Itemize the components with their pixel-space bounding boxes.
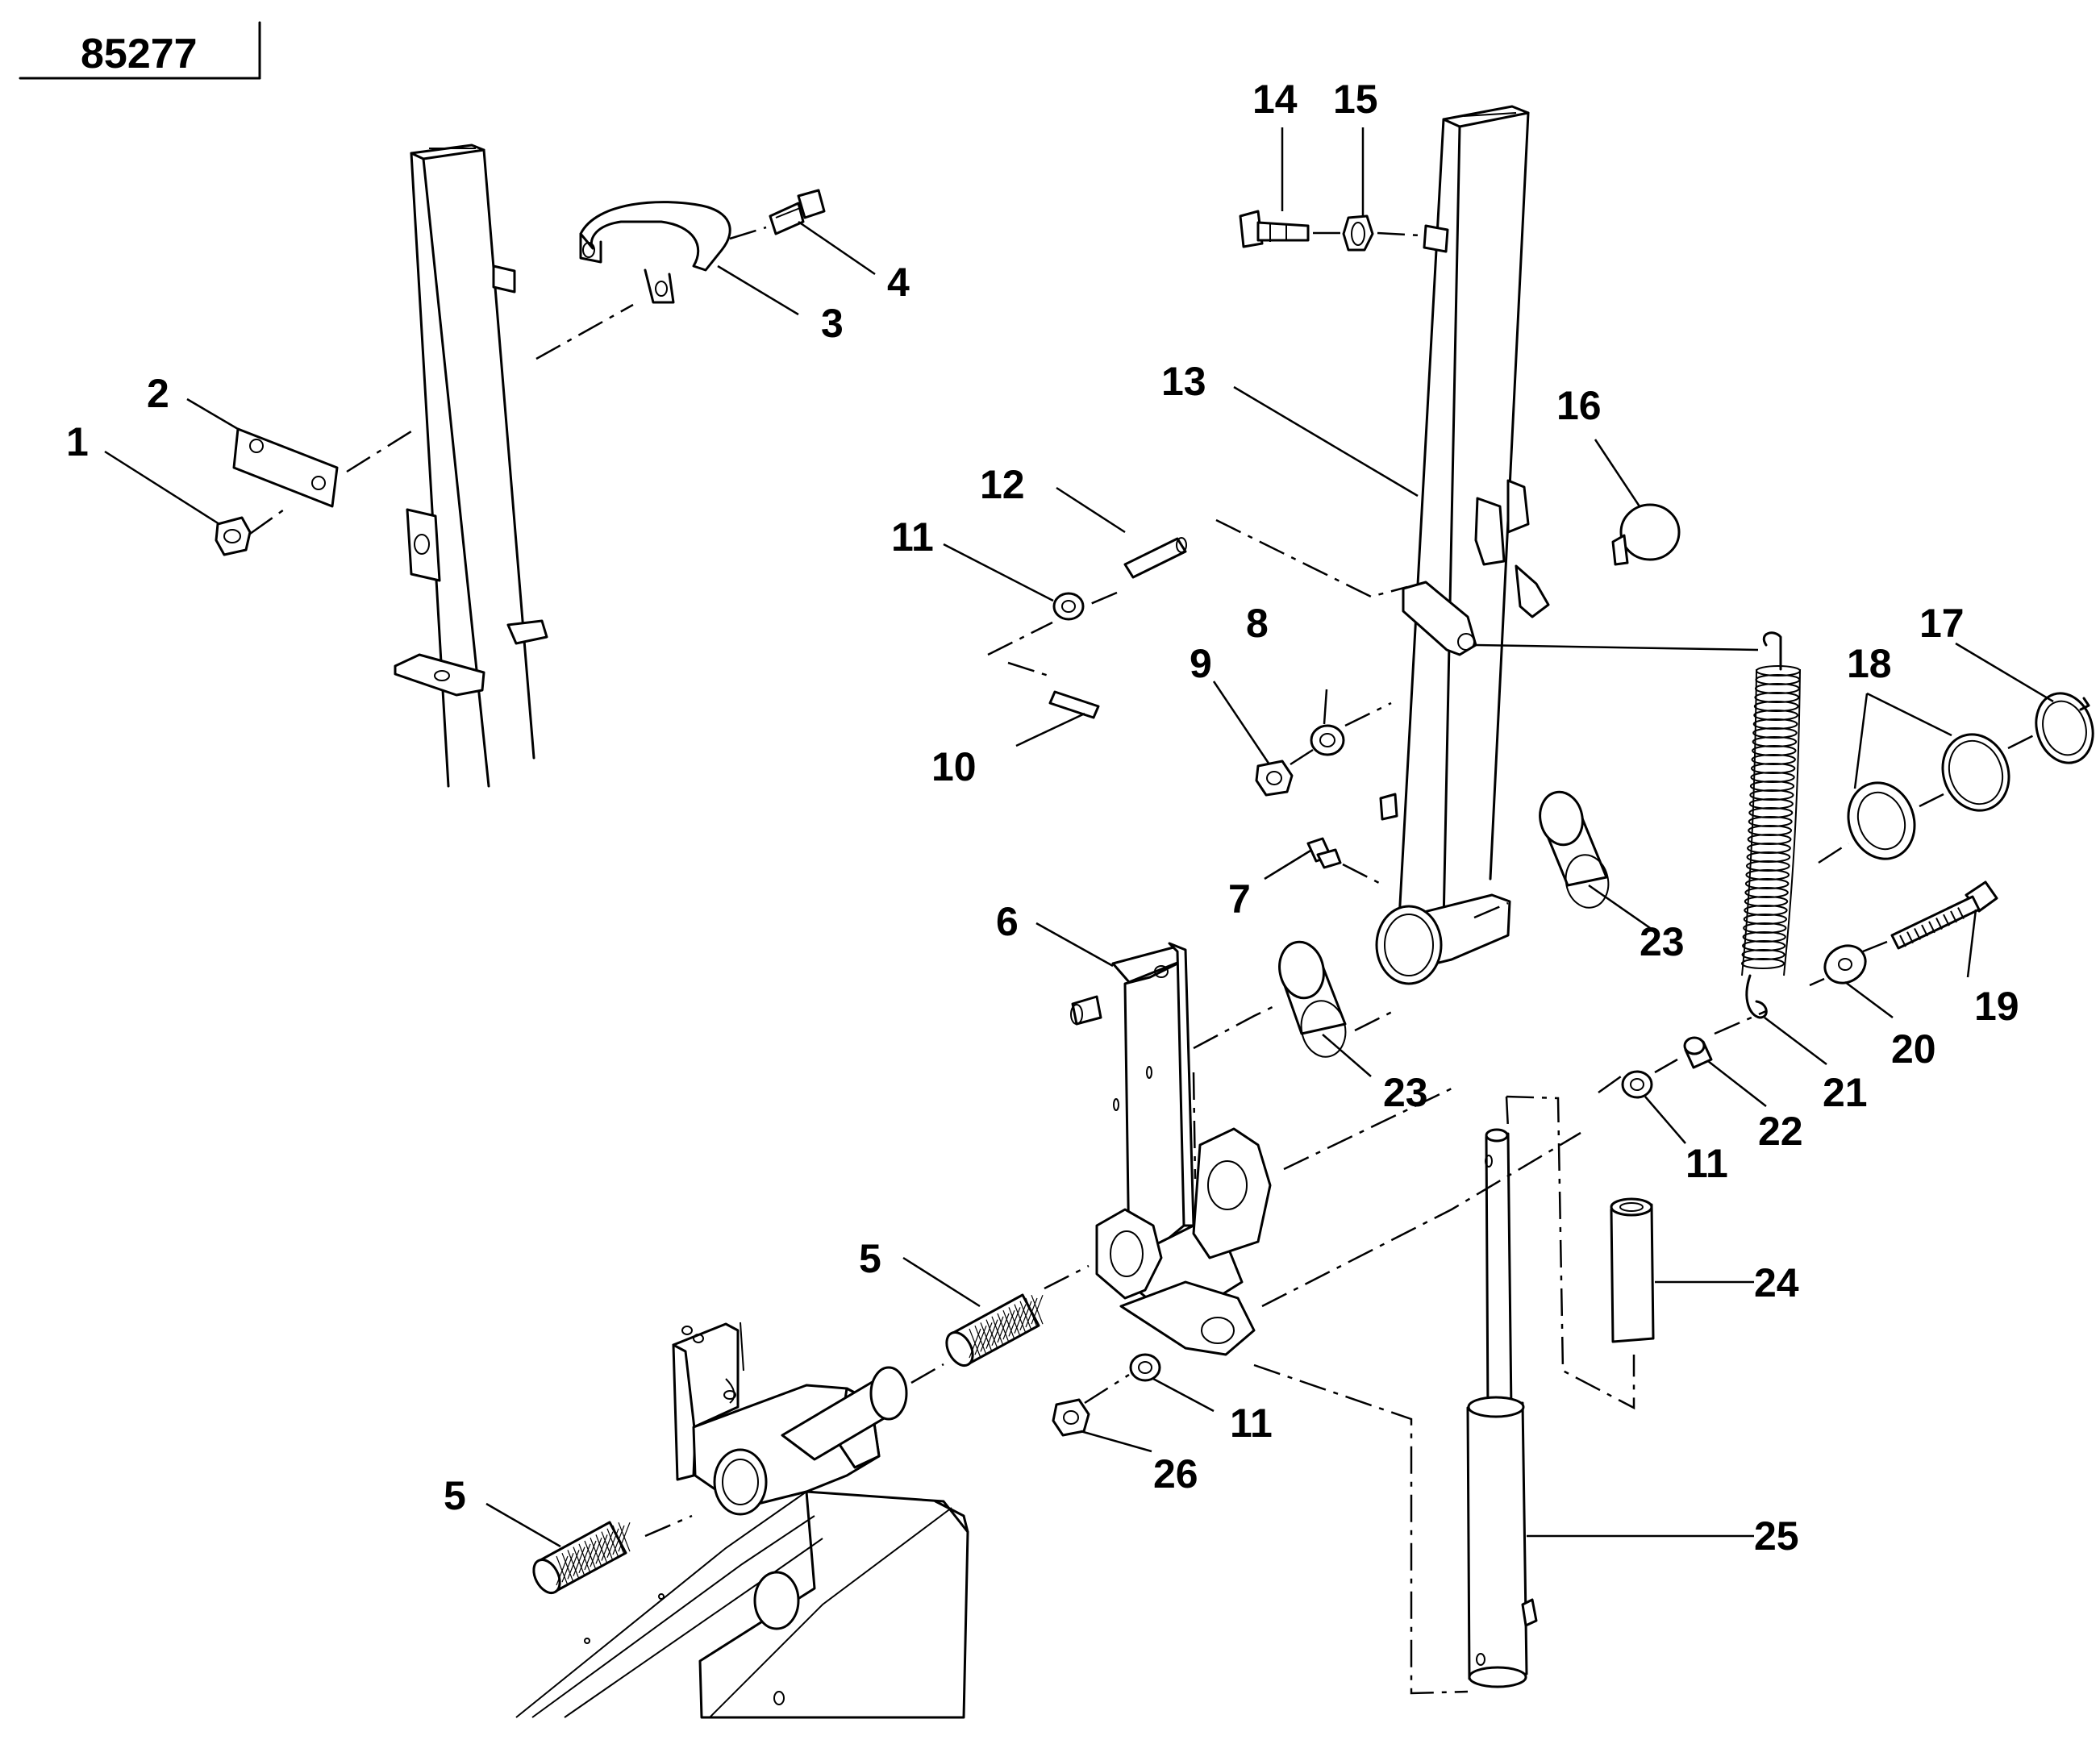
part-11-washer-middle <box>1621 1070 1653 1099</box>
part-24-sleeve <box>1610 1197 1655 1343</box>
callout-7: 7 <box>1228 876 1251 922</box>
callout-11-lower: 11 <box>1230 1401 1273 1446</box>
callout-19: 19 <box>1974 984 2019 1029</box>
callout-3: 3 <box>821 301 844 346</box>
callout-4: 4 <box>887 260 910 305</box>
part-2-plate <box>232 427 339 508</box>
callout-15: 15 <box>1333 77 1378 122</box>
part-16-knob <box>1611 503 1681 566</box>
mounting-frame <box>515 1322 969 1719</box>
part-25-actuator-rod <box>1466 1128 1538 1688</box>
part-7-grease-fitting <box>1306 837 1342 869</box>
callout-6: 6 <box>996 899 1019 944</box>
part-5-knurled-pin-lower <box>532 1521 631 1595</box>
callout-24: 24 <box>1754 1260 1799 1305</box>
callout-10: 10 <box>931 744 977 789</box>
part-6-pivot-bracket <box>1070 942 1272 1356</box>
part-18-ring-outer <box>1941 733 2010 812</box>
callout-14: 14 <box>1252 77 1298 122</box>
callout-labels: 1 2 3 4 5 5 6 7 8 9 10 11 11 11 12 13 14… <box>66 77 2019 1559</box>
callout-25: 25 <box>1754 1513 1799 1559</box>
leader-lines <box>104 127 2054 1548</box>
part-5-knurled-pin-upper <box>945 1293 1044 1367</box>
callout-11-middle: 11 <box>1685 1141 1728 1186</box>
callout-5-lower: 5 <box>444 1473 466 1518</box>
callout-20: 20 <box>1891 1026 1936 1072</box>
part-19-bolt <box>1890 880 1998 950</box>
callout-23-upper: 23 <box>1640 919 1685 964</box>
callout-9: 9 <box>1190 641 1212 686</box>
left-square-tube <box>394 144 548 788</box>
part-14-bolt <box>1239 210 1310 248</box>
callout-21: 21 <box>1823 1070 1868 1115</box>
callout-22: 22 <box>1758 1109 1803 1154</box>
callout-11-top: 11 <box>891 514 934 560</box>
callout-12: 12 <box>980 462 1025 507</box>
callout-8: 8 <box>1246 601 1269 646</box>
part-9-nut <box>1255 760 1294 797</box>
part-26-nut <box>1052 1398 1090 1437</box>
part-4-bolt <box>769 189 826 235</box>
callout-5-upper: 5 <box>859 1236 881 1281</box>
callout-17: 17 <box>1919 601 1965 646</box>
callout-13: 13 <box>1161 359 1206 404</box>
callout-1: 1 <box>66 419 89 464</box>
part-3-u-bracket <box>579 201 731 304</box>
drawing-number-box: 85277 <box>19 21 261 80</box>
part-11-washer-lower <box>1129 1353 1161 1382</box>
part-10-roll-pin <box>1048 690 1100 719</box>
callout-2: 2 <box>147 371 169 416</box>
part-12-pin <box>1123 537 1187 579</box>
callout-26: 26 <box>1153 1451 1198 1496</box>
callout-23-lower: 23 <box>1383 1070 1428 1115</box>
part-15-nut <box>1342 214 1374 252</box>
part-20-washer <box>1823 944 1867 984</box>
part-8-washer <box>1310 724 1345 756</box>
part-13-square-tube-arm <box>1375 105 1550 985</box>
callout-18: 18 <box>1847 641 1892 686</box>
part-22-spacer <box>1683 1036 1713 1069</box>
drawing-number: 85277 <box>81 31 198 77</box>
callout-16: 16 <box>1556 383 1602 428</box>
part-17-snap-ring <box>2035 692 2094 764</box>
part-18-ring-inner <box>1847 781 1916 860</box>
part-21-extension-spring <box>1741 631 1801 1019</box>
part-23-bushing-upper <box>1539 790 1610 909</box>
part-1-nut <box>215 516 252 556</box>
part-23-bushing-lower <box>1278 940 1347 1058</box>
part-11-washer-top <box>1052 592 1085 621</box>
assembly-centerlines <box>249 226 2035 1695</box>
